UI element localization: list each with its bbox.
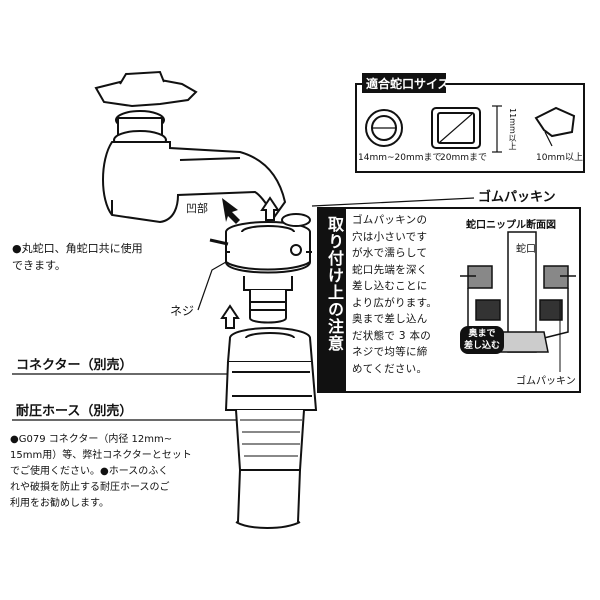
cross-section-faucet-label: 蛇口 [516,244,536,255]
hose-note: ●G079 コネクター（内径 12mm~ 15mm用）等、弊社コネクターとセット… [10,432,192,512]
caution-line: 蛇口先端を深く [352,263,428,276]
height-label: 11mm以上 [508,108,517,150]
caution-line: ネジで均等に締 [352,346,428,358]
round-size-caption: 14mm~20mmまで [358,153,442,163]
hose-note-line: でご使用ください。●ホースのふく [10,466,169,477]
hose-label: 耐圧ホース（別売） [16,404,133,419]
caution-line: が水で濡らして [352,247,428,259]
hose-note-line: れや破損を防止する耐圧ホースのご [10,482,170,493]
up-arrows [220,196,280,329]
insert-badge: 奥まで 差し込む [462,328,502,352]
gasket-ring [281,213,311,227]
insert-badge-line: 差し込む [463,341,500,351]
faucet-illustration [94,70,287,224]
cross-section-gasket-label: ゴムパッキン [516,376,576,387]
caution-line: ゴムパッキンの [352,214,428,226]
cross-section-title: 蛇口ニップル断面図 [466,220,556,231]
screw-label: ネジ [170,304,195,318]
hose-note-line: 利用をお勧めします。 [10,498,109,509]
faucet-note-line: できます。 [12,259,66,272]
hose-note-line: ●G079 コネクター（内径 12mm~ [10,434,173,445]
faucet-adapter [209,221,312,324]
recess-arrow [222,198,240,224]
caution-line: めてください。 [352,362,428,375]
caution-line: だ状態で 3 本の [352,329,432,342]
connector-illustration [224,327,318,529]
faucet-note-line: ●丸蛇口、角蛇口共に使用 [12,242,143,255]
caution-line: 奥まで差し込ん [352,313,428,325]
spout-caption: 10mm以上 [536,153,583,163]
recess-label: 凹部 [186,202,208,215]
caution-heading: 取り付け上の注意 [325,216,344,352]
hose-note-line: 15mm用）等、弊社コネクターとセット [10,450,192,461]
caution-body: ゴムパッキンの 穴は小さいです が水で濡らして 蛇口先端を深く 差し込むことに … [352,212,437,377]
size-box-title: 適合蛇口サイズ [366,77,450,91]
faucet-note: ●丸蛇口、角蛇口共に使用 できます。 [12,240,143,274]
connector-label: コネクター（別売） [16,358,133,373]
gasket-label: ゴムパッキン [478,190,556,205]
caution-line: 差し込むことに [352,280,428,292]
caution-line: 穴は小さいです [352,230,428,243]
square-size-caption: 20mmまで [440,153,487,163]
insert-badge-line: 奥まで [468,329,496,339]
size-box-icons [365,105,576,153]
caution-line: より広がります。 [352,296,438,309]
